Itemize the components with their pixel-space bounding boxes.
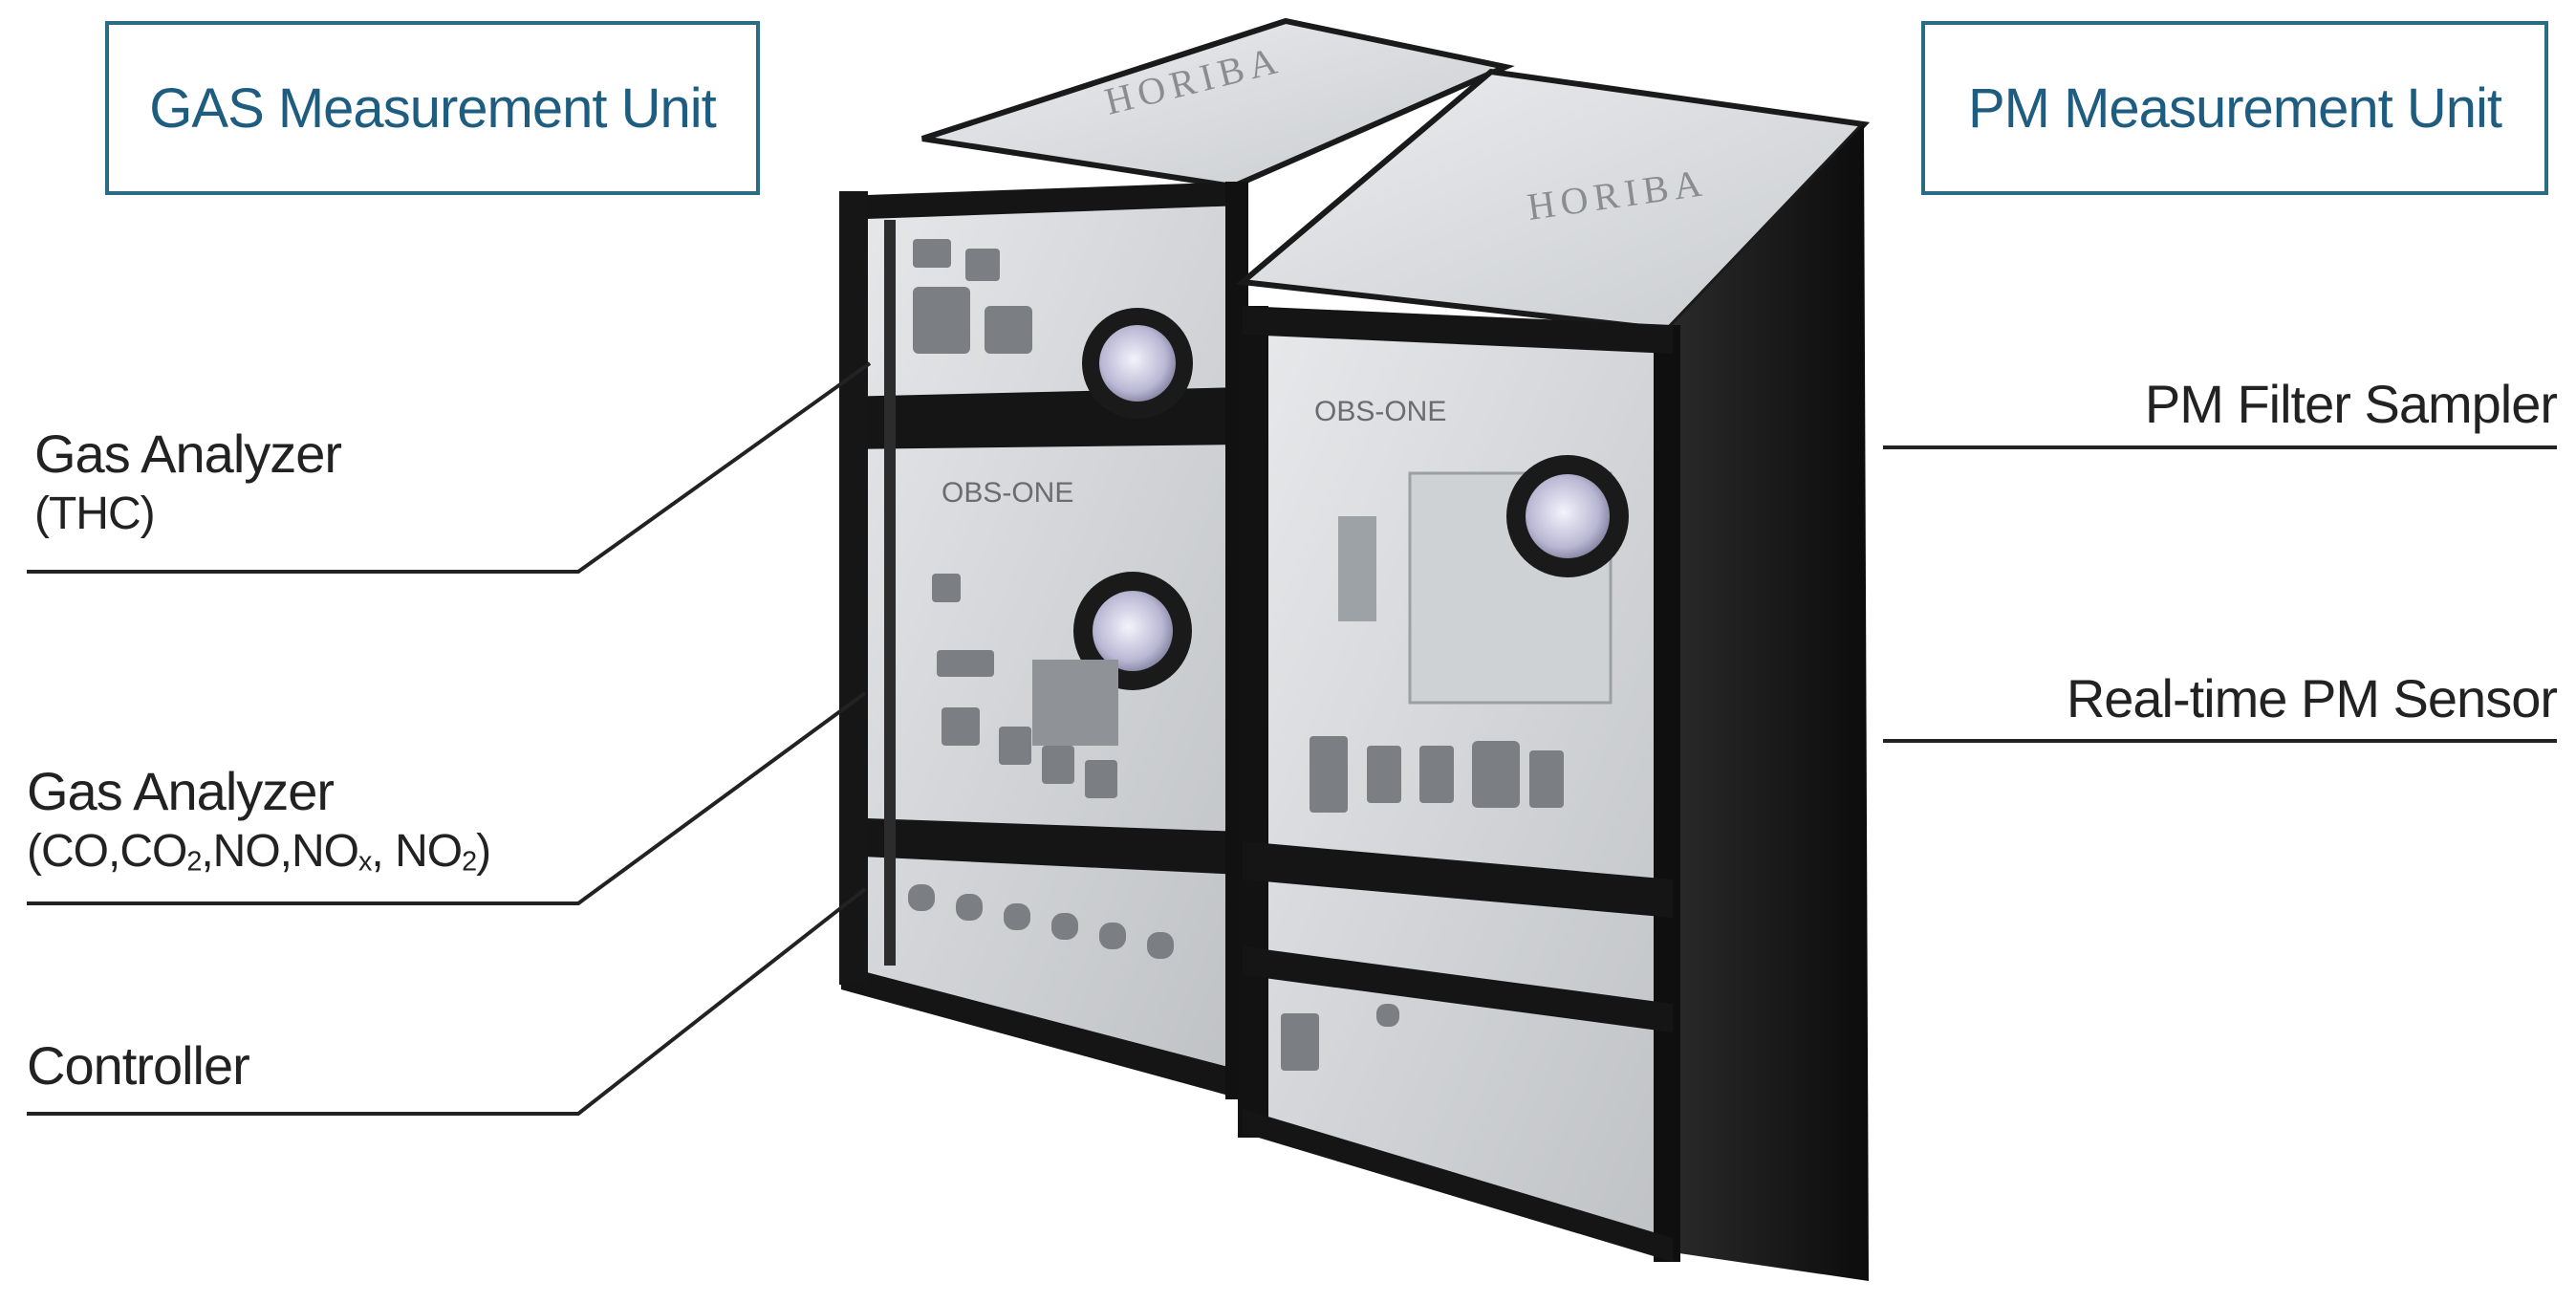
gas-measurement-unit-box: GAS Measurement Unit [105, 21, 760, 195]
gas-unit-connectors [908, 239, 1174, 959]
pm-unit-connectors [1281, 736, 1564, 1071]
real-time-pm-sensor-label: Real-time PM Sensor [2066, 667, 2558, 730]
leader-controller [27, 887, 867, 1116]
gas-analyzer-multi-sub: (CO,CO2,NO,NOx, NO2) [27, 826, 491, 878]
controller-label: Controller [27, 1034, 250, 1097]
real-time-pm-sensor-title: Real-time PM Sensor [2066, 668, 2558, 728]
pm-unit-model-mark: OBS-ONE [1314, 396, 1446, 427]
gas-analyzer-thc-title: Gas Analyzer [34, 423, 342, 484]
gas-analyzer-thc-sub: (THC) [34, 489, 156, 539]
gas-measurement-unit-label: GAS Measurement Unit [149, 76, 716, 140]
gas-analyzer-multi-label: Gas Analyzer (CO,CO2,NO,NOx, NO2) [27, 760, 491, 890]
gas-unit-top [921, 17, 1515, 190]
gas-analyzer-multi-title: Gas Analyzer [27, 761, 335, 821]
pm-measurement-unit-box: PM Measurement Unit [1921, 21, 2548, 195]
gas-unit-grille [1032, 660, 1118, 746]
pm-filter-sampler-label: PM Filter Sampler [2144, 373, 2558, 436]
gas-measurement-device: HORIBA OBS-ONE [839, 17, 1515, 1099]
pm-unit-side [1668, 124, 1869, 1281]
leader-gas-multi [27, 691, 867, 905]
gas-unit-model-mark: OBS-ONE [942, 477, 1073, 509]
leader-gas-thc [27, 361, 872, 574]
gas-analyzer-thc-label: Gas Analyzer (THC) [34, 423, 342, 543]
leader-lines [27, 361, 2557, 1116]
controller-title: Controller [27, 1035, 250, 1096]
pm-measurement-device: HORIBA OBS-ONE [1235, 68, 1871, 1281]
pm-measurement-unit-label: PM Measurement Unit [1968, 76, 2502, 140]
pm-filter-sampler-title: PM Filter Sampler [2144, 374, 2558, 434]
